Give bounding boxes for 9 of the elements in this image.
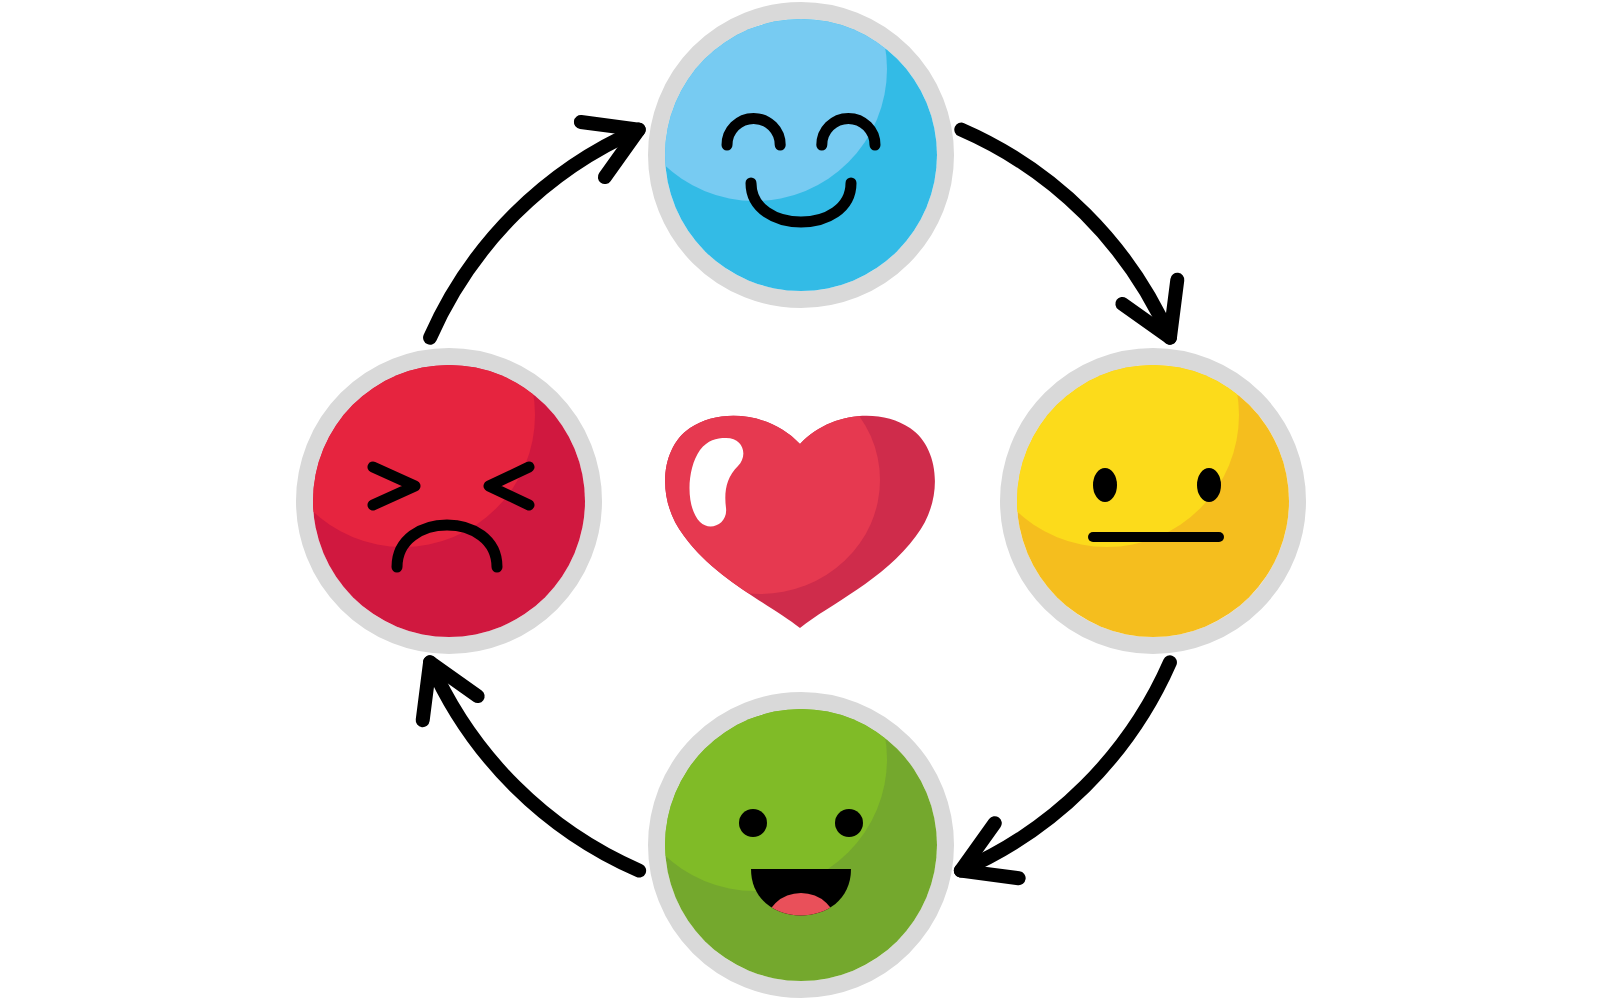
arrow xyxy=(419,655,647,878)
arrow xyxy=(954,122,1181,345)
angry-face-icon xyxy=(295,347,601,653)
heart-icon xyxy=(660,410,940,634)
arrow xyxy=(423,118,646,345)
laughing-face-icon xyxy=(647,691,953,997)
arrow xyxy=(953,655,1177,882)
neutral-face-icon xyxy=(999,347,1305,653)
smiling-face-icon xyxy=(647,1,953,307)
